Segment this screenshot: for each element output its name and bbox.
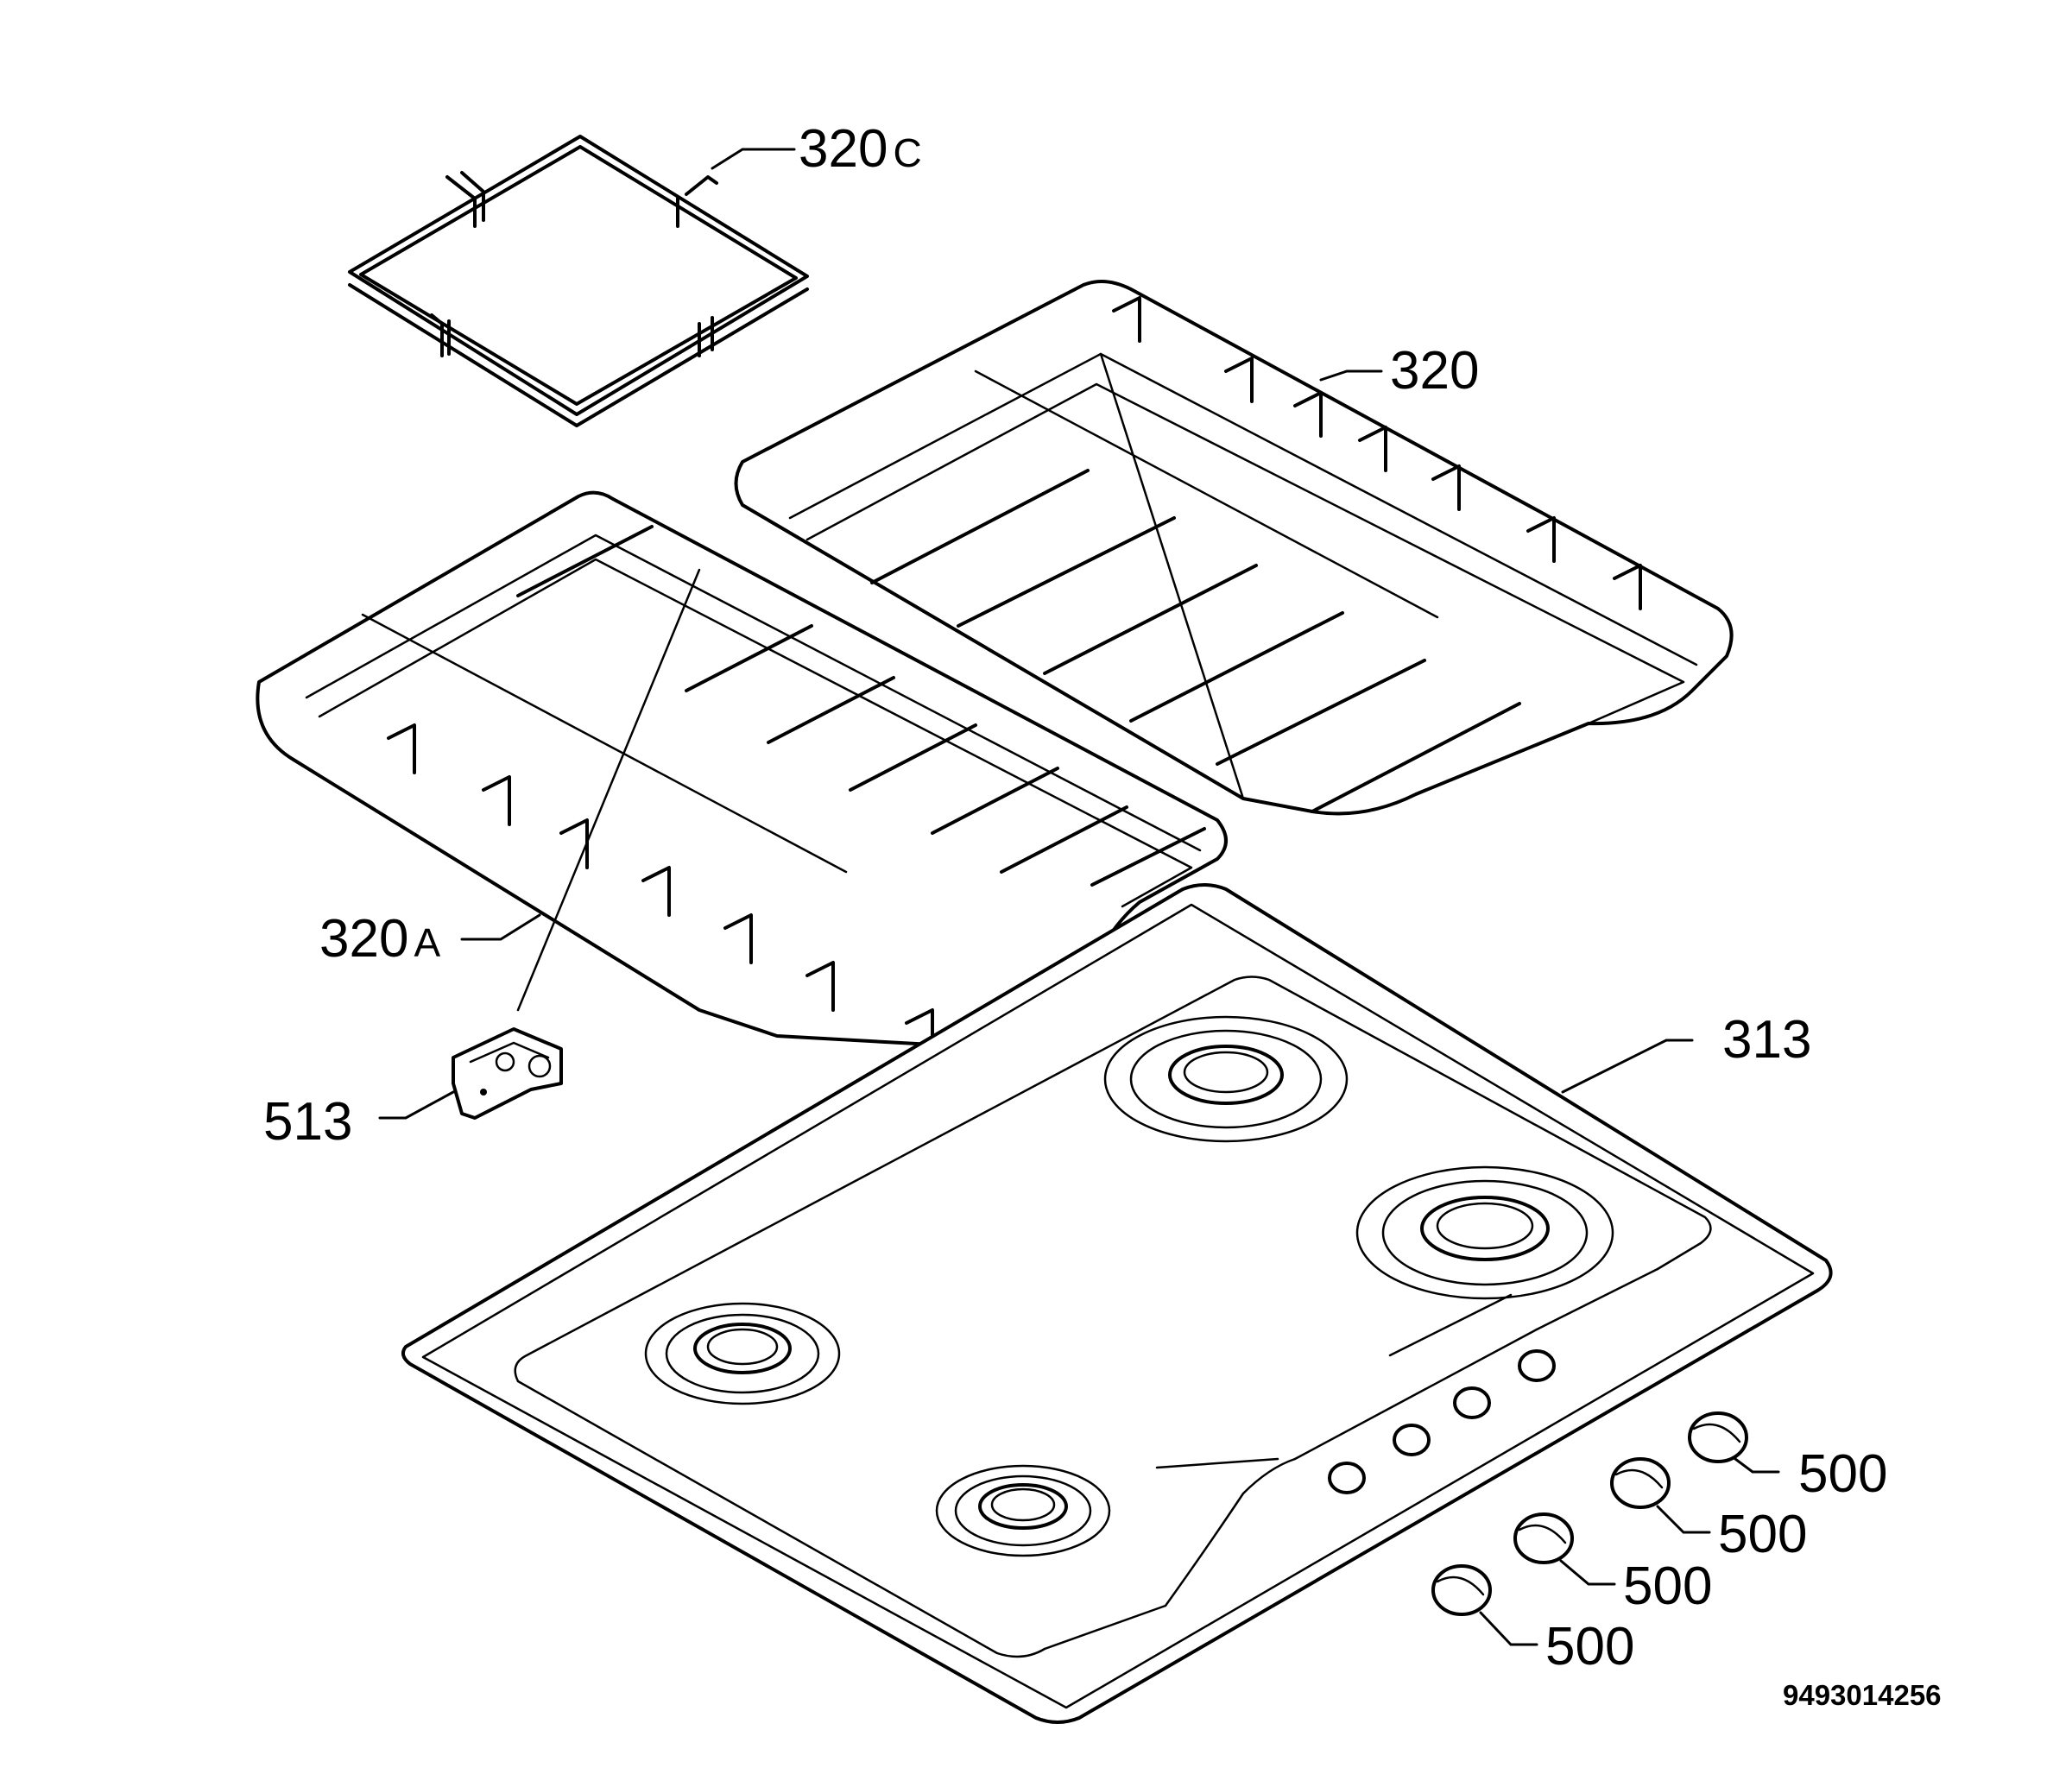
- right-pan-support: [734, 280, 1734, 816]
- control-knob-1: [1688, 1411, 1748, 1463]
- left-pan-support: [256, 490, 1228, 1046]
- grid-clip: [452, 1027, 563, 1120]
- leader-500-4: [1479, 1611, 1538, 1646]
- control-knob-3: [1513, 1512, 1574, 1564]
- leader-313: [1561, 1039, 1694, 1094]
- leader-513: [378, 1090, 455, 1120]
- leader-320a: [460, 913, 541, 941]
- leader-500-2: [1656, 1505, 1711, 1534]
- burner-front-left: [644, 1302, 841, 1405]
- callout-500-2: 500: [1718, 1505, 1807, 1564]
- leader-500-1: [1734, 1457, 1780, 1474]
- burner-front-right: [935, 1464, 1111, 1557]
- callout-313: 313: [1722, 1010, 1811, 1070]
- leader-320: [1319, 369, 1383, 382]
- control-knob-2: [1610, 1457, 1671, 1509]
- square-wire-grid: [348, 135, 809, 427]
- callout-500-1: 500: [1798, 1444, 1887, 1504]
- document-number: 9493014256: [1783, 1679, 1942, 1711]
- control-knob-4: [1431, 1564, 1492, 1616]
- leader-320c: [711, 148, 796, 170]
- callout-500-3: 500: [1623, 1557, 1712, 1616]
- callout-320: 320: [1390, 341, 1479, 401]
- callout-500-4: 500: [1545, 1617, 1634, 1676]
- hob-top-plate: [401, 883, 1833, 1724]
- leader-500-3: [1559, 1559, 1616, 1586]
- callout-513: 513: [263, 1092, 352, 1152]
- burner-rear-right: [1355, 1165, 1614, 1300]
- burner-rear-left: [1103, 1015, 1349, 1143]
